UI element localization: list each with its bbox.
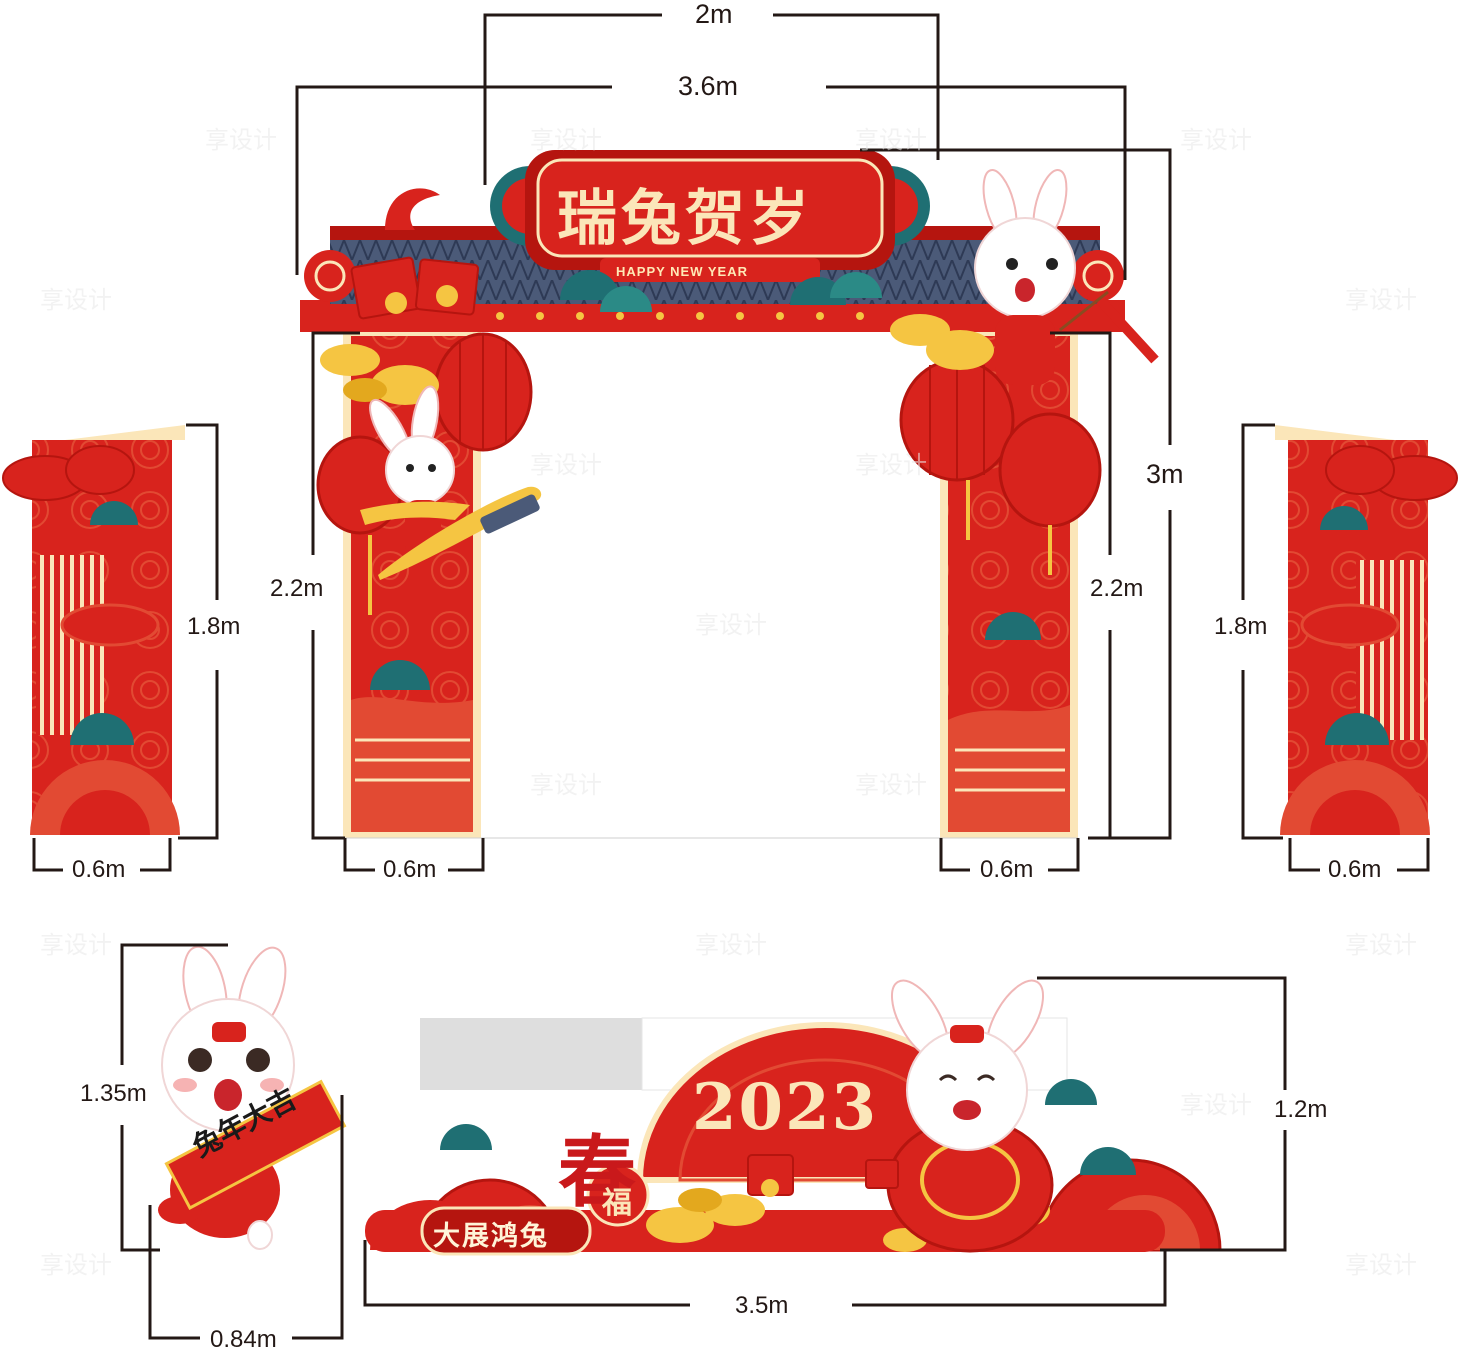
watermark: 享设计 [530,771,602,799]
photo-wall [365,979,1222,1256]
arch-height-label: 3m [1146,459,1184,489]
arch [300,150,1159,839]
rabbit-skateboard-mascot [360,385,542,580]
fu-seal [586,1163,650,1227]
rabbit-standee [158,945,347,1250]
pine-fan-decoration [560,270,882,312]
watermark: 享设计 [855,771,927,799]
watermark: 享设计 [530,451,602,479]
photo-wall-year: 2023 [692,1070,879,1145]
arch-inner-width-label: 2m [695,0,733,29]
right-panel-height-label: 1.8m [1214,613,1268,640]
gold-ingot-decoration [320,314,994,405]
red-envelope-icon [747,1154,899,1197]
watermark: 享设计 [855,451,927,479]
watermark: 享设计 [1180,1091,1252,1119]
photo-wall-height-label: 1.2m [1274,1096,1328,1123]
watermark: 享设计 [855,126,927,154]
photo-wall-spring-char: 春 [558,1127,637,1218]
right-panel-width-label: 0.6m [1328,856,1382,883]
left-panel-height-label: 1.8m [187,613,241,640]
red-envelope-icon [350,256,480,320]
watermark: 享设计 [1180,126,1252,154]
watermark: 享设计 [205,126,277,154]
left-panel-width-label: 0.6m [72,856,126,883]
rabbit-firecracker-mascot [974,169,1159,385]
left-pillar-height-label: 2.2m [270,575,324,602]
watermark: 享设计 [40,1251,112,1279]
watermark: 享设计 [695,931,767,959]
arch-outer-width-label: 3.6m [678,71,739,101]
rabbit-width-label: 0.84m [210,1326,277,1353]
banner-plaque [420,1206,592,1256]
watermark: 享设计 [40,931,112,959]
right-side-panel [1275,425,1458,835]
watermark: 享设计 [1345,1251,1417,1279]
right-pillar-width-label: 0.6m [980,856,1034,883]
left-pillar-width-label: 0.6m [383,856,437,883]
photo-wall-width-label: 3.5m [735,1292,789,1319]
rabbit-height-label: 1.35m [80,1080,147,1107]
watermark: 享设计 [530,126,602,154]
photo-wall-banner: 大展鸿兔 [433,1221,549,1252]
arch-title: 瑞兔贺岁 [557,184,813,254]
dimension-lines [32,13,1430,1340]
watermark: 享设计 [1345,931,1417,959]
scroll-banner [164,1079,347,1210]
watermark: 享设计 [695,611,767,639]
photo-wall-fu-char: 福 [602,1186,632,1221]
rabbit-mascot [891,979,1044,1151]
right-pillar-height-label: 2.2m [1090,575,1144,602]
watermark: 享设计 [40,286,112,314]
arch-subtitle: HAPPY NEW YEAR [616,264,748,279]
watermark: 享设计 [1345,286,1417,314]
arch-title-plaque [490,150,930,282]
left-side-panel [2,425,185,835]
